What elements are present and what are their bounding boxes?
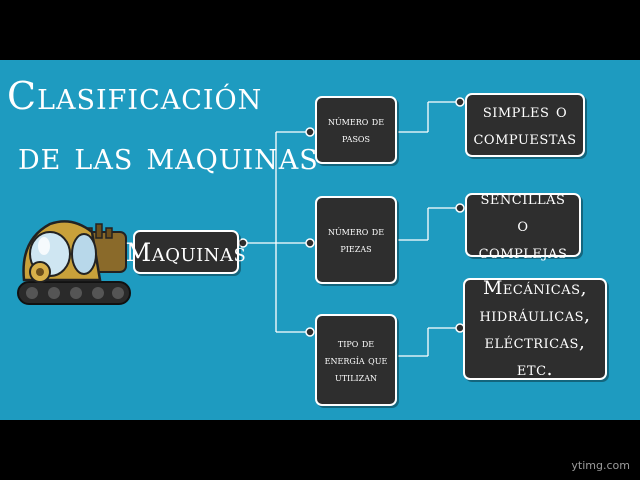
leaf-node-sencillas: sencillas o complejas bbox=[465, 187, 581, 263]
steampunk-machine-icon bbox=[17, 220, 131, 305]
watermark-text: ytimg.com bbox=[571, 459, 630, 472]
branch-node-pasos: número de pasos bbox=[315, 96, 397, 164]
branch-node-piezas: número de piezas bbox=[315, 196, 397, 284]
root-node: Maquinas bbox=[126, 230, 246, 274]
branch-node-energia: tipo de energía que utilizan bbox=[315, 314, 397, 406]
title-line-1: Clasificación bbox=[7, 74, 263, 118]
leaf-node-mecanicas: Mecánicas, hidráulicas, eléctricas, etc. bbox=[463, 277, 607, 380]
leaf-node-simples: simples o compuestas bbox=[465, 93, 585, 157]
title-line-2: de las maquinas bbox=[18, 134, 319, 178]
slide: Clasificación de las maquinas bbox=[0, 60, 640, 420]
